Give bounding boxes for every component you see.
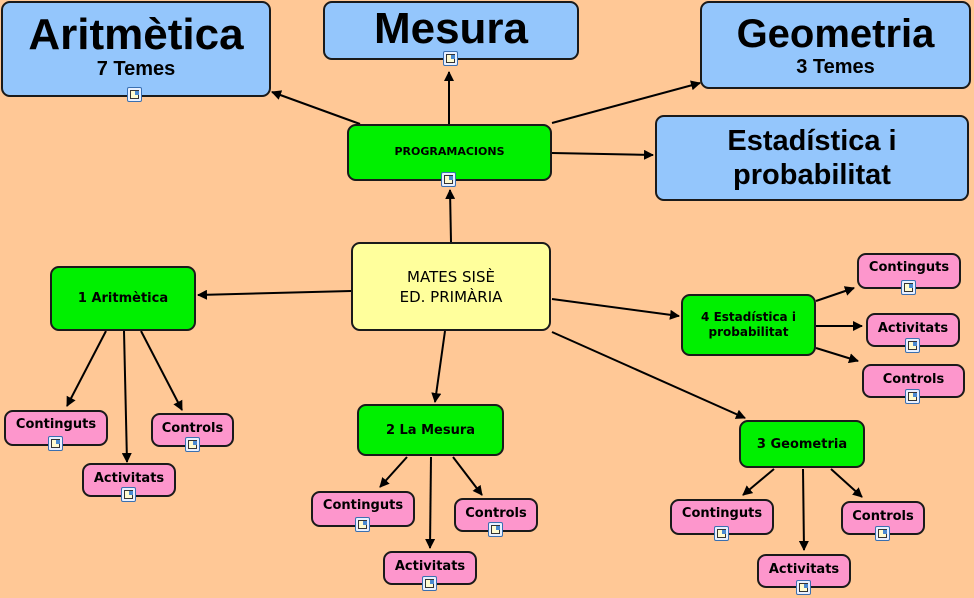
document-image-icon[interactable] [905,338,920,353]
document-image-icon[interactable] [488,522,503,537]
leaf-label: Continguts [681,505,763,521]
edge-prog-estadistica [551,149,654,160]
document-image-icon[interactable] [796,580,811,595]
topic-estadistica[interactable]: Estadística i probabilitat [655,115,969,201]
edge-unit3-controls [830,468,863,498]
topic-geometria[interactable]: Geometria 3 Temes [700,1,971,89]
edge-root-prog [445,189,456,243]
leaf-label: Continguts [322,497,404,513]
programacions-node[interactable]: PROGRAMACIONS [347,124,552,181]
unit-2-mesura[interactable]: 2 La Mesura [357,404,504,456]
edge-unit2-controls [452,456,483,496]
leaf-label: Continguts [15,416,97,432]
edge-prog-aritmetica [271,90,361,125]
unit-label: 2 La Mesura [385,422,476,438]
document-image-icon[interactable] [441,172,456,187]
leaf-label: Controls [852,508,914,524]
unit1-continguts[interactable]: Continguts [4,410,108,446]
topic-title: Aritmètica [28,10,244,59]
document-image-icon[interactable] [48,436,63,451]
edge-unit3-activitats [798,468,809,551]
document-image-icon[interactable] [901,280,916,295]
edge-unit1-controls [140,330,183,411]
unit-4-estadistica[interactable]: 4 Estadística i probabilitat [681,294,816,356]
unit-label: 3 Geometria [756,436,848,452]
topic-title: Geometria [736,12,935,56]
leaf-label: Continguts [868,259,950,275]
leaf-label: Activitats [877,320,949,336]
root-label-line1: MATES SISÈ [407,267,495,286]
topic-subtitle: 7 Temes [96,58,176,80]
unit-label: 1 Aritmètica [77,291,169,306]
topic-mesura[interactable]: Mesura [323,1,579,60]
edge-unit1-continguts [66,330,107,407]
document-image-icon[interactable] [905,389,920,404]
document-image-icon[interactable] [355,517,370,532]
edge-unit1-activitats [121,330,132,463]
leaf-label: Controls [882,371,945,387]
unit-3-geometria[interactable]: 3 Geometria [739,420,865,468]
edge-root-unit4 [551,298,680,320]
edge-unit3-continguts [742,468,775,496]
edge-unit4-continguts [815,286,855,302]
leaf-label: Activitats [394,558,466,574]
root-node[interactable]: MATES SISÈ ED. PRIMÀRIA [351,242,551,331]
document-image-icon[interactable] [875,526,890,541]
leaf-label: Activitats [768,561,840,577]
edge-root-unit3 [551,331,746,419]
programacions-label: PROGRAMACIONS [394,145,505,158]
edge-unit2-activitats [425,456,436,549]
document-image-icon[interactable] [443,51,458,66]
edge-unit2-continguts [379,456,408,488]
edge-root-unit2 [431,330,446,403]
root-label-line2: ED. PRIMÀRIA [399,287,503,306]
topic-title: Mesura [373,3,529,53]
edge-prog-geometria [551,80,701,124]
leaf-label: Controls [465,505,527,521]
topic-title-line2: probabilitat [733,159,891,191]
unit-label-line1: 4 Estadística i [701,310,796,324]
document-image-icon[interactable] [185,437,200,452]
document-image-icon[interactable] [714,526,729,541]
unit-1-aritmetica[interactable]: 1 Aritmètica [50,266,196,331]
document-image-icon[interactable] [127,87,142,102]
edge-root-unit1 [197,289,352,300]
topic-subtitle: 3 Temes [796,56,875,78]
document-image-icon[interactable] [422,576,437,591]
topic-aritmetica[interactable]: Aritmètica 7 Temes [1,1,271,97]
leaf-label: Activitats [93,470,165,486]
topic-title-line1: Estadística i [727,125,897,157]
document-image-icon[interactable] [121,487,136,502]
unit-label-line2: probabilitat [708,325,789,339]
leaf-label: Controls [161,420,224,436]
edge-unit4-controls [815,347,859,364]
